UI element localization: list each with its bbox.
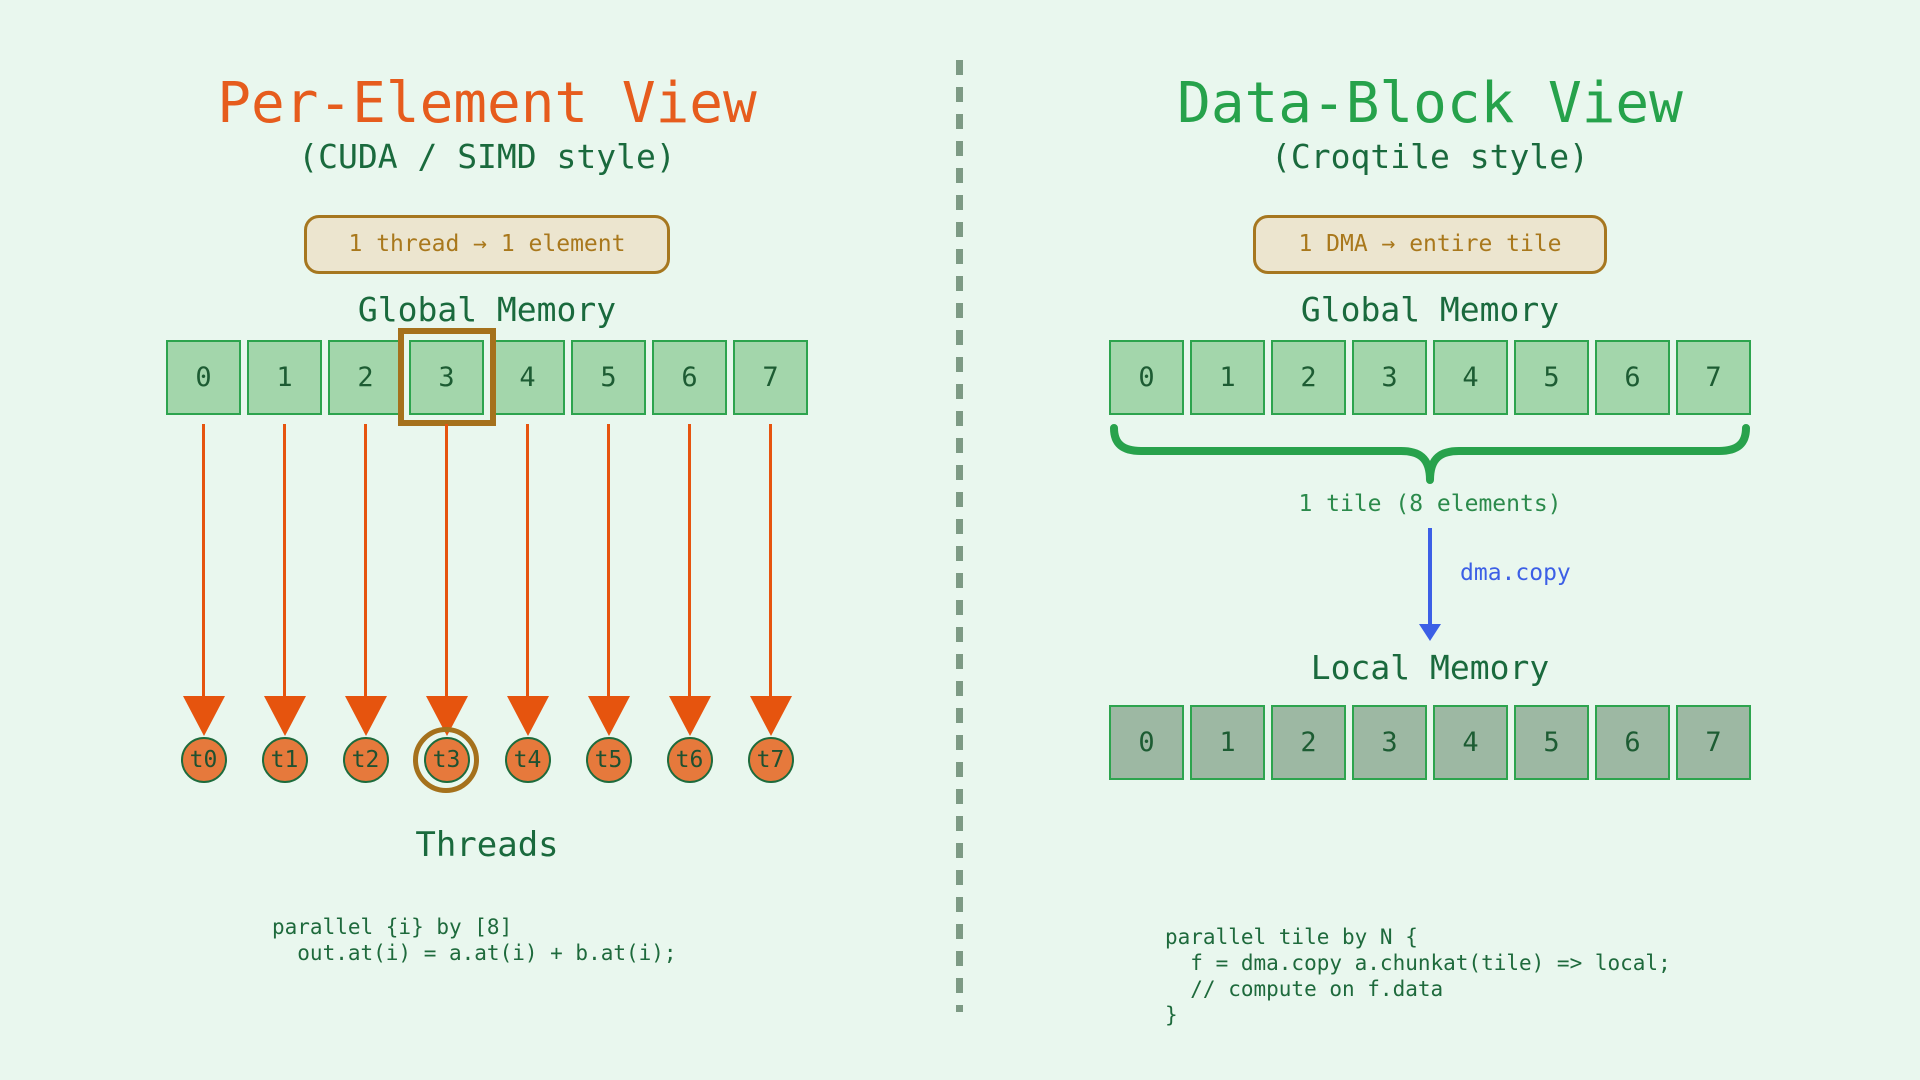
left-code-snippet: parallel {i} by [8] out.at(i) = a.at(i) … [272, 915, 677, 965]
local-memory-cell: 6 [1595, 705, 1670, 780]
thread-arrow [445, 424, 448, 698]
memory-cell: 1 [1190, 340, 1265, 415]
thread-arrow [364, 424, 367, 698]
memory-cell: 3 [1352, 340, 1427, 415]
thread-arrow [283, 424, 286, 698]
local-memory-row: 0 1 2 3 4 5 6 7 [1109, 705, 1751, 780]
memory-cell-highlighted: 3 [409, 340, 484, 415]
thread-circle: t0 [180, 737, 227, 783]
left-panel-title: Per-Element View [217, 71, 757, 136]
thread-circle: t4 [504, 737, 551, 783]
dma-tile-badge: 1 DMA → entire tile [1253, 215, 1607, 274]
local-memory-cell: 3 [1352, 705, 1427, 780]
memory-cell: 5 [1514, 340, 1589, 415]
memory-cell: 6 [652, 340, 727, 415]
threads-label: Threads [415, 825, 559, 865]
left-global-memory-row: 0 1 2 3 4 5 6 7 [166, 340, 808, 415]
thread-arrow [769, 424, 772, 698]
thread-circle: t2 [342, 737, 389, 783]
left-panel-subtitle: (CUDA / SIMD style) [298, 137, 676, 176]
local-memory-cell: 4 [1433, 705, 1508, 780]
memory-cell: 0 [166, 340, 241, 415]
memory-cell: 2 [328, 340, 403, 415]
right-code-snippet: parallel tile by N { f = dma.copy a.chun… [1165, 925, 1671, 1027]
dma-copy-label: dma.copy [1460, 560, 1571, 586]
thread-arrowhead-icon [344, 696, 387, 736]
thread-arrow [202, 424, 205, 698]
thread-highlight-ring [413, 727, 479, 793]
memory-cell: 6 [1595, 340, 1670, 415]
memory-cell: 0 [1109, 340, 1184, 415]
memory-cell: 7 [733, 340, 808, 415]
thread-arrowhead-icon [182, 696, 225, 736]
tile-size-label: 1 tile (8 elements) [1298, 491, 1562, 517]
local-memory-label: Local Memory [1310, 648, 1550, 687]
thread-circle: t6 [666, 737, 713, 783]
right-panel-subtitle: (Croqtile style) [1271, 137, 1589, 176]
tile-brace-icon [1110, 424, 1750, 484]
left-global-memory-label: Global Memory [357, 290, 617, 329]
thread-arrowhead-icon [506, 696, 549, 736]
memory-cell: 5 [571, 340, 646, 415]
local-memory-cell: 0 [1109, 705, 1184, 780]
local-memory-cell: 1 [1190, 705, 1265, 780]
thread-arrow [607, 424, 610, 698]
thread-arrow [526, 424, 529, 698]
right-panel-title: Data-Block View [1177, 71, 1683, 136]
memory-cell: 4 [490, 340, 565, 415]
right-global-memory-row: 0 1 2 3 4 5 6 7 [1109, 340, 1751, 415]
right-badge-container: 1 DMA → entire tile [960, 215, 1900, 274]
local-memory-cell: 7 [1676, 705, 1751, 780]
memory-cell: 2 [1271, 340, 1346, 415]
thread-arrow [688, 424, 691, 698]
dma-copy-arrowhead-icon [1419, 624, 1441, 641]
thread-arrowhead-icon [749, 696, 792, 736]
local-memory-cell: 2 [1271, 705, 1346, 780]
per-element-panel: Per-Element View (CUDA / SIMD style) 1 t… [8, 0, 966, 1080]
data-block-panel: Data-Block View (Croqtile style) 1 DMA →… [960, 0, 1900, 1080]
local-memory-cell: 5 [1514, 705, 1589, 780]
memory-cell: 4 [1433, 340, 1508, 415]
memory-cell: 1 [247, 340, 322, 415]
dma-copy-arrow [1428, 528, 1432, 626]
thread-element-badge: 1 thread → 1 element [303, 215, 671, 274]
cell-highlight-border [398, 328, 496, 426]
panel-divider [956, 60, 963, 1012]
memory-cell: 7 [1676, 340, 1751, 415]
right-global-memory-label: Global Memory [1300, 290, 1560, 329]
thread-circle: t1 [261, 737, 308, 783]
thread-circle: t7 [747, 737, 794, 783]
thread-arrowhead-icon [668, 696, 711, 736]
thread-circle: t5 [585, 737, 632, 783]
thread-arrowhead-icon [587, 696, 630, 736]
thread-arrowhead-icon [263, 696, 306, 736]
left-badge-container: 1 thread → 1 element [8, 215, 966, 274]
